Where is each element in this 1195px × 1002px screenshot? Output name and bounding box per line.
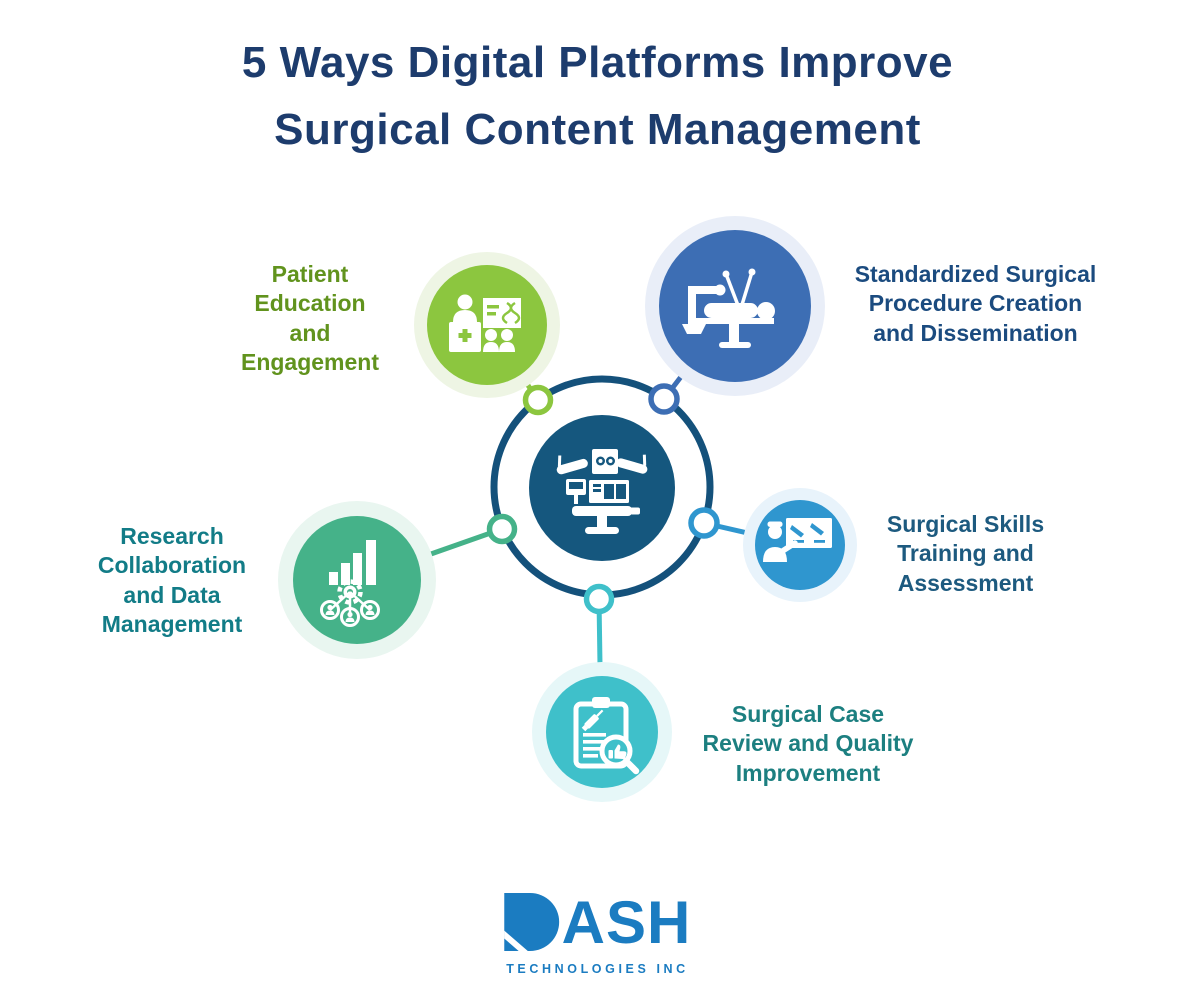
label-standardized: Standardized Surgical Procedure Creation…: [854, 261, 1097, 346]
node-case-review: [583, 583, 615, 615]
instrument-board: [786, 518, 832, 548]
circle-case-review: [546, 676, 658, 788]
dash-logo: ASH TECHNOLOGIES INC: [503, 889, 692, 976]
dash-subtitle: TECHNOLOGIES INC: [506, 962, 689, 976]
research-data-icon: [320, 540, 380, 627]
operating-table: [572, 506, 640, 534]
audience-people: [483, 329, 515, 352]
equipment-box: [592, 449, 618, 474]
title-line-1: 5 Ways Digital Platforms Improve: [241, 38, 954, 87]
clipboard: [573, 697, 629, 769]
magnifier-thumbs-up: [599, 734, 640, 775]
operating-room-icon: [556, 449, 648, 534]
dash-wordmark: ASH: [503, 889, 692, 956]
node-standardized: [648, 383, 680, 415]
bar-chart: [329, 540, 376, 585]
instructor-doctor: [763, 521, 798, 562]
page-title: 5 Ways Digital Platforms Improve Surgica…: [0, 30, 1195, 164]
presentation-board: [483, 298, 521, 328]
reception-desk: [449, 322, 481, 352]
ring-nodes: [486, 383, 720, 615]
educator-person: [453, 294, 477, 322]
node-research: [486, 513, 518, 545]
node-skills: [688, 507, 720, 539]
robotic-arm: [682, 268, 756, 334]
patient-education-icon: [449, 294, 521, 352]
skills-training-icon: [763, 518, 832, 562]
people-badges: [320, 600, 380, 627]
label-research: Research Collaboration and Data Manageme…: [97, 523, 247, 638]
anesthesia-machine: [566, 479, 586, 504]
dash-wordmark-rest: ASH: [561, 889, 692, 956]
case-review-icon: [573, 697, 640, 775]
surgical-light-left: [556, 455, 588, 475]
syringe: [581, 709, 604, 732]
label-patient-education: Patient Education and Engagement: [240, 261, 380, 376]
collaboration-network: [329, 591, 371, 614]
surgical-light-right: [616, 454, 648, 474]
label-skills: Surgical Skills Training and Assessment: [886, 511, 1045, 596]
robotic-surgery-icon: [682, 268, 775, 348]
dash-d-icon: [503, 893, 559, 953]
node-patient-education: [522, 384, 554, 416]
title-line-2: Surgical Content Management: [274, 104, 921, 154]
patient-on-table: [696, 302, 775, 348]
label-case-review: Surgical Case Review and Quality Improve…: [702, 701, 914, 786]
monitor-screen: [589, 480, 629, 503]
